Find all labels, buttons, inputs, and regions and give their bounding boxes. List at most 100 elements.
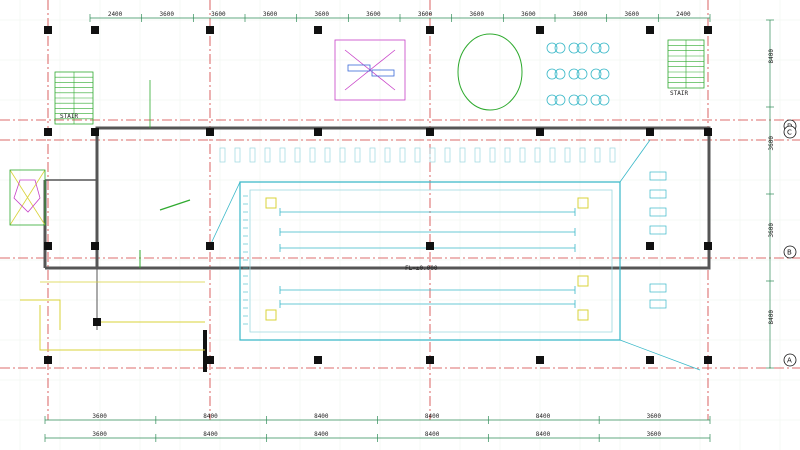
table-chair — [590, 68, 602, 80]
table-chair — [554, 94, 566, 106]
structural-columns — [44, 26, 712, 364]
column — [314, 26, 322, 34]
column — [206, 242, 214, 250]
bottom-dim-total-label: 3600 — [647, 431, 662, 438]
bottom-dim-label: 8400 — [536, 413, 551, 420]
table-chair — [546, 68, 558, 80]
column — [536, 356, 544, 364]
seat-mark — [384, 147, 391, 163]
right-dim-label: 8400 — [768, 310, 775, 325]
seat-mark — [549, 147, 556, 163]
bottom-dim-label: 8400 — [314, 413, 329, 420]
grid-label-text: C — [787, 129, 792, 137]
top-dim-label: 3600 — [366, 11, 381, 18]
bench — [649, 207, 667, 217]
top-dim-label: 3600 — [470, 11, 485, 18]
seat-mark — [324, 147, 331, 163]
dimension-chains: 2400 3600 3600 3600 3600 3600 3600 3600 3600 3600… — [44, 11, 775, 442]
seat-mark — [429, 147, 436, 163]
bottom-dim-label: 3600 — [92, 413, 107, 420]
seat-mark — [279, 147, 286, 163]
bench — [649, 283, 667, 293]
column — [536, 128, 544, 136]
column — [426, 128, 434, 136]
column — [704, 356, 712, 364]
column — [44, 242, 52, 250]
seat-mark — [354, 147, 361, 163]
column — [536, 26, 544, 34]
seat-mark — [369, 147, 376, 163]
column — [91, 26, 99, 34]
table-chair — [568, 94, 580, 106]
pool-area: FL=±0.000 — [207, 139, 701, 371]
bottom-dim-total-label: 8400 — [203, 431, 218, 438]
column — [646, 356, 654, 364]
stair-left-label: STAIR — [60, 113, 78, 120]
bottom-dim-total-label: 8400 — [425, 431, 440, 438]
seat-mark — [444, 147, 451, 163]
top-dim-label: 3600 — [211, 11, 226, 18]
column — [704, 26, 712, 34]
column — [44, 356, 52, 364]
table-chair — [568, 42, 580, 54]
seat-mark — [399, 147, 406, 163]
table-chair — [546, 42, 558, 54]
seat-mark — [609, 147, 616, 163]
top-functional-block — [334, 33, 610, 111]
seat-mark — [594, 147, 601, 163]
column — [93, 318, 101, 326]
top-dim-label: 3600 — [625, 11, 640, 18]
seat-mark — [504, 147, 511, 163]
column — [44, 26, 52, 34]
seat-mark — [579, 147, 586, 163]
column — [206, 26, 214, 34]
stair-right-label: STAIR — [670, 90, 688, 97]
left-x-stair — [9, 169, 46, 226]
column — [704, 242, 712, 250]
column — [426, 356, 434, 364]
table-chair — [598, 68, 610, 80]
column — [646, 26, 654, 34]
building-outline — [43, 126, 711, 372]
yellow-annotations — [20, 80, 205, 351]
column — [314, 128, 322, 136]
top-dim-label: 2400 — [676, 11, 691, 18]
bottom-dim-total-label: 3600 — [92, 431, 107, 438]
table-chair — [598, 94, 610, 106]
center-annotation: FL=±0.000 — [405, 265, 438, 272]
column — [44, 128, 52, 136]
seat-mark — [249, 147, 256, 163]
column — [426, 26, 434, 34]
left-stair: STAIR — [54, 71, 94, 125]
column — [91, 242, 99, 250]
table-chair — [590, 42, 602, 54]
bottom-dim-total-label: 8400 — [314, 431, 329, 438]
seat-mark — [534, 147, 541, 163]
bottom-dim-label: 3600 — [647, 413, 662, 420]
top-dim-label: 3600 — [160, 11, 175, 18]
grid-label-bubble — [783, 353, 797, 367]
bench — [649, 189, 667, 199]
right-stair: STAIR — [667, 39, 705, 97]
table-chair — [554, 68, 566, 80]
top-dim-label: 3600 — [315, 11, 330, 18]
column — [206, 128, 214, 136]
table-chair — [598, 42, 610, 54]
bench — [649, 225, 667, 235]
seat-mark — [264, 147, 271, 163]
seat-mark — [234, 147, 241, 163]
seat-mark — [489, 147, 496, 163]
seat-mark — [459, 147, 466, 163]
bench — [649, 299, 667, 309]
table-chair — [554, 42, 566, 54]
top-dim-label: 2400 — [108, 11, 123, 18]
table-chair — [590, 94, 602, 106]
grid-label-text: B — [787, 249, 792, 257]
column — [646, 242, 654, 250]
seating-rows — [219, 147, 616, 163]
seat-mark — [414, 147, 421, 163]
column — [91, 128, 99, 136]
bottom-dim-total-label: 8400 — [536, 431, 551, 438]
column — [426, 242, 434, 250]
